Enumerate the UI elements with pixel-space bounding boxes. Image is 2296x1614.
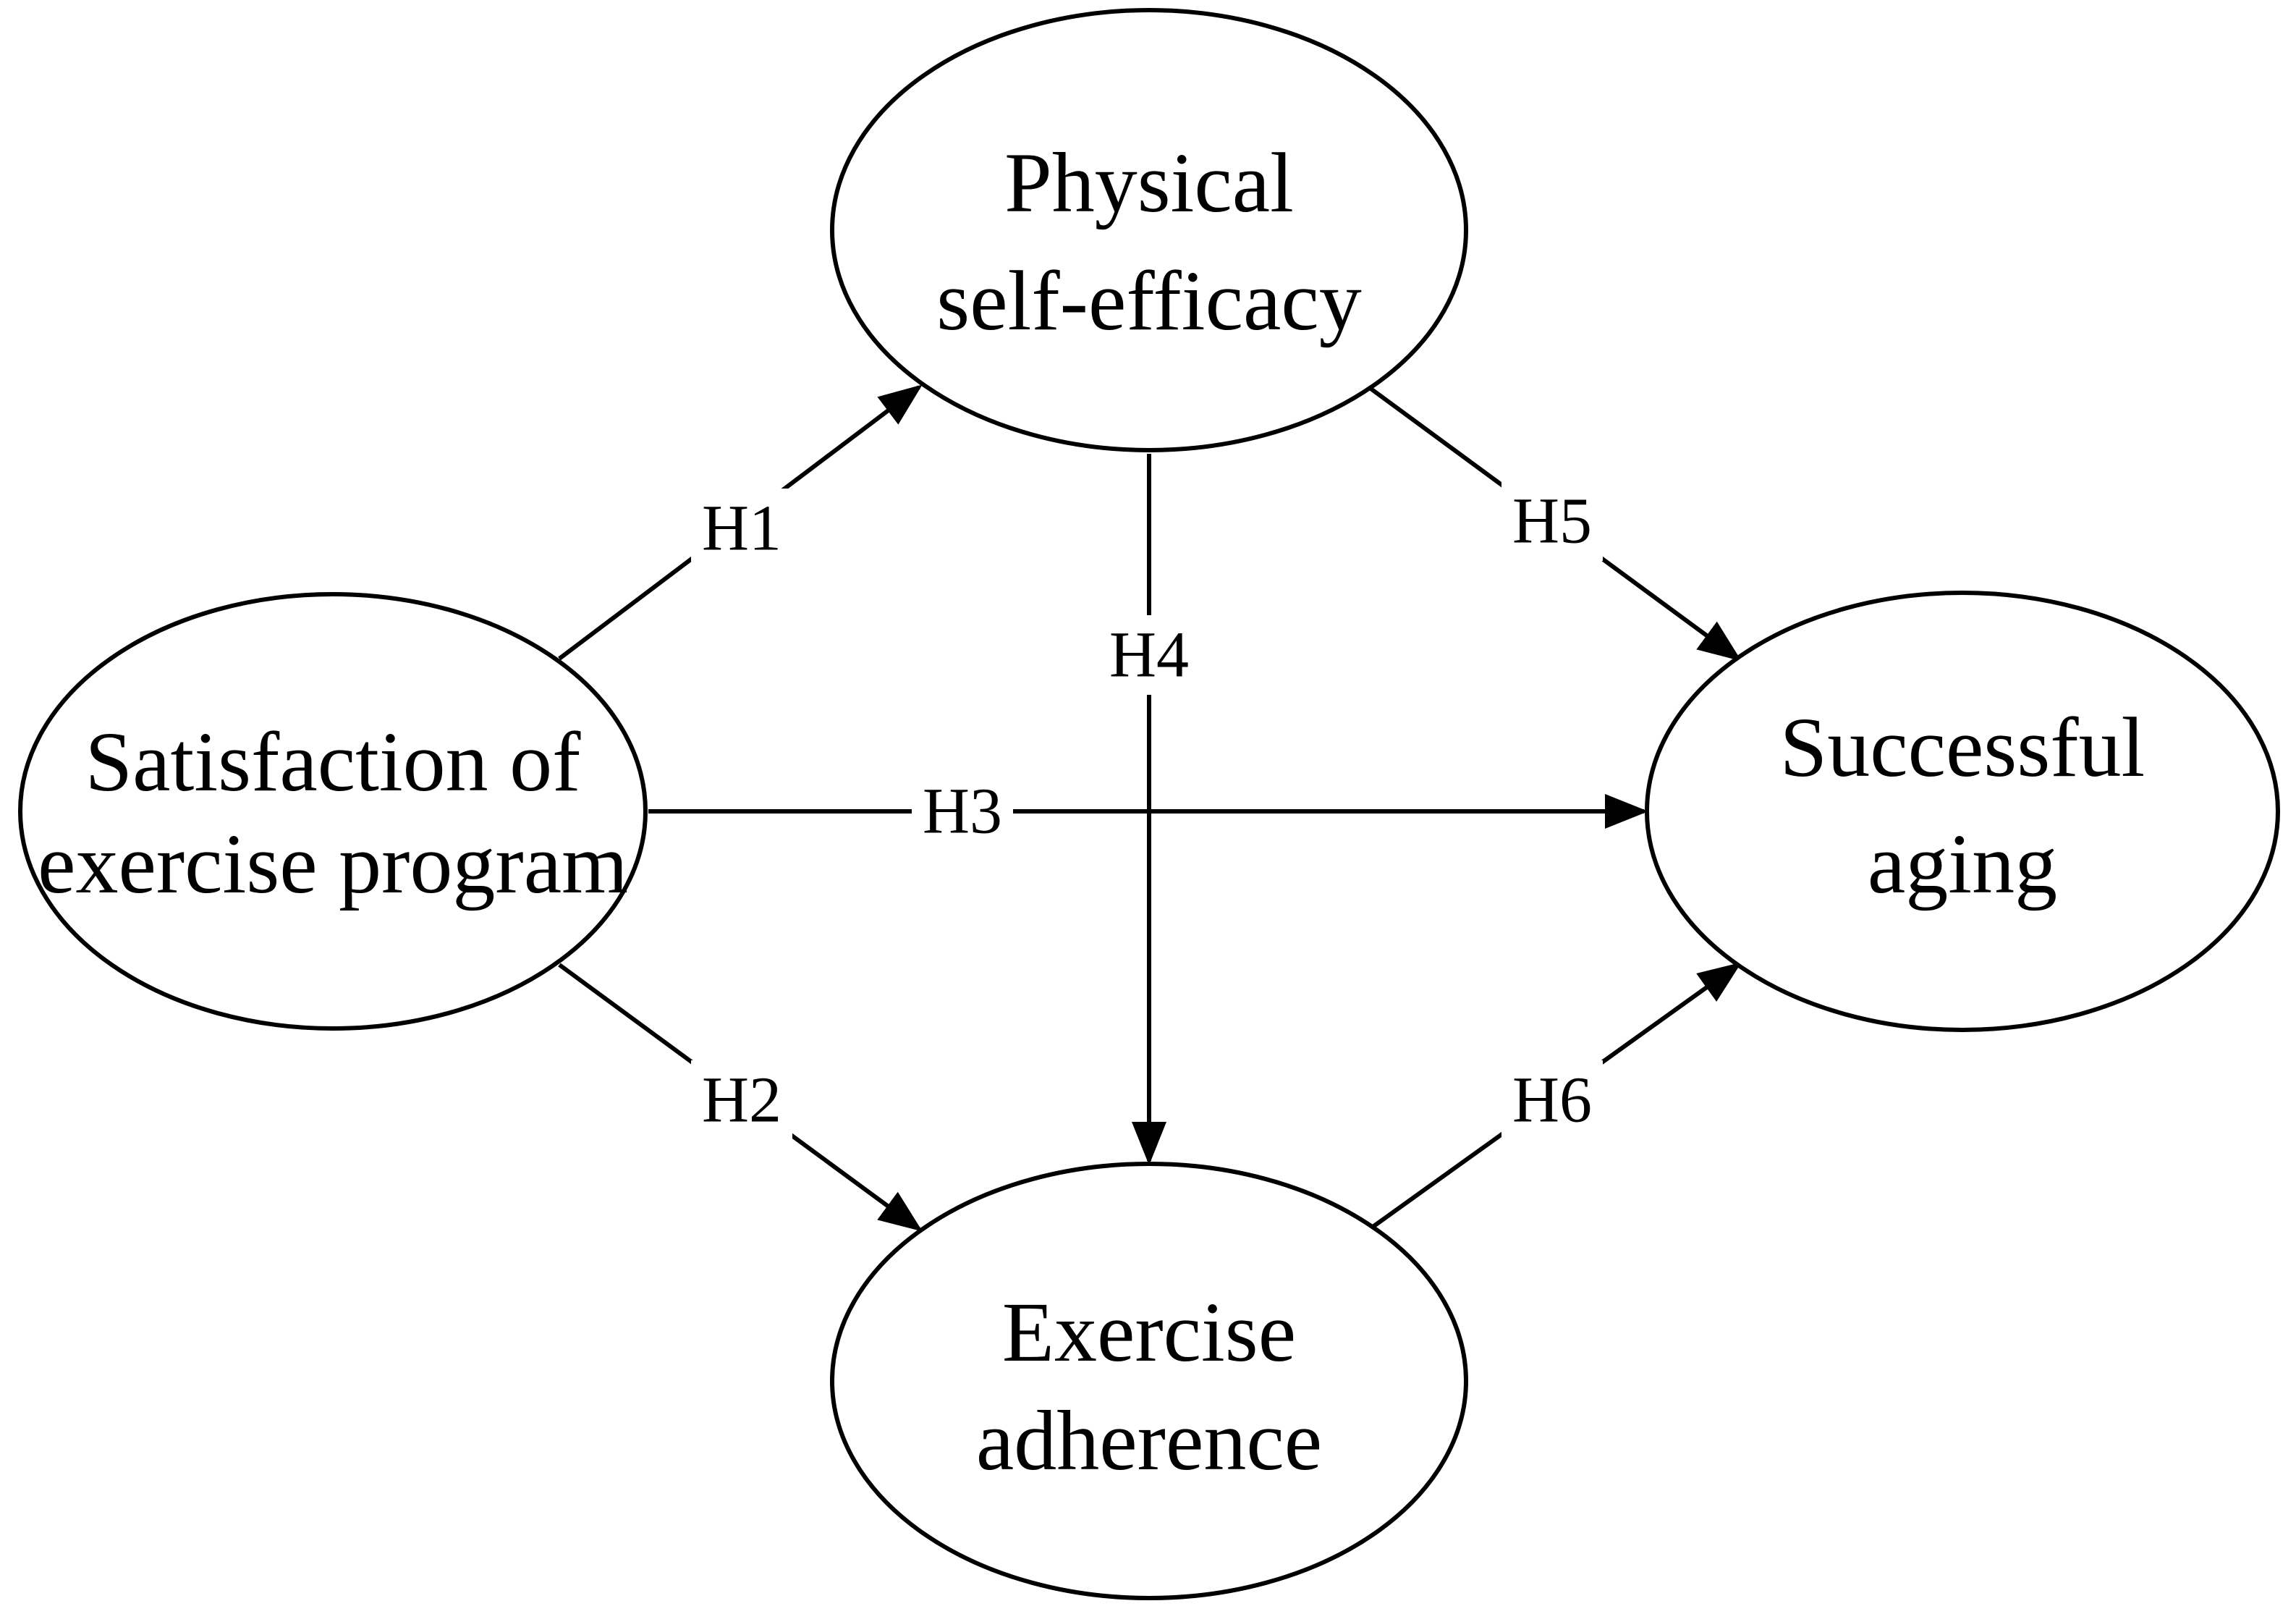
edge-label-h2: H2 xyxy=(702,1065,781,1136)
node-successful-aging-line1: Successful xyxy=(1780,700,2145,795)
node-exercise-adherence-line1: Exercise xyxy=(1002,1285,1296,1379)
node-exercise-adherence-line2: adherence xyxy=(976,1393,1322,1488)
node-satisfaction-line1: Satisfaction of xyxy=(85,714,582,809)
node-physical-self-efficacy: Physical self-efficacy xyxy=(830,8,1468,452)
node-satisfaction-of-exercise-program: Satisfaction of exercise program xyxy=(18,592,648,1031)
node-successful-aging: Successful aging xyxy=(1645,591,2280,1032)
node-physical-self-efficacy-line1: Physical xyxy=(1004,135,1294,230)
edge-label-h1: H1 xyxy=(702,493,781,565)
edge-label-h3: H3 xyxy=(923,776,1002,848)
edge-label-h5: H5 xyxy=(1512,486,1592,557)
node-satisfaction-line2: exercise program xyxy=(38,816,628,911)
node-successful-aging-line2: aging xyxy=(1868,816,2057,911)
edge-label-h6: H6 xyxy=(1512,1065,1592,1136)
node-exercise-adherence: Exercise adherence xyxy=(830,1162,1468,1600)
edge-label-h4: H4 xyxy=(1109,620,1189,691)
node-physical-self-efficacy-line2: self-efficacy xyxy=(936,253,1361,348)
